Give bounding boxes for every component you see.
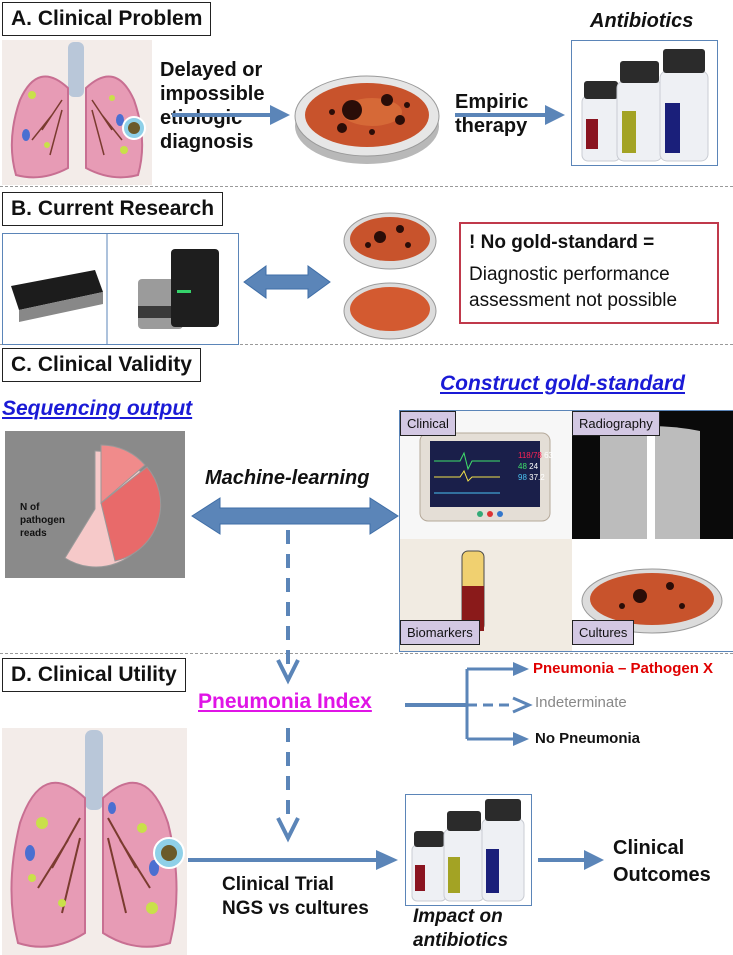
double-arrow-b [243, 265, 331, 299]
warning-title: ! No gold-standard = [469, 232, 655, 253]
lungs-illustration-d [2, 728, 187, 955]
outcome-pathogen-x: Pneumonia – Pathogen X [533, 660, 714, 677]
arrow-d-trial [188, 850, 398, 870]
empiric-therapy-text: Empiric therapy [455, 91, 529, 137]
sequencing-pie-panel: N of pathogen reads [5, 431, 185, 578]
arrow-a-2 [455, 105, 565, 125]
arrow-a-1 [172, 105, 290, 125]
warning-box: ! No gold-standard = Diagnostic performa… [459, 222, 719, 324]
tag-biomarkers: Biomarkers [400, 620, 480, 645]
index-branch-arrows [405, 662, 533, 746]
outcome-no-pneumonia: No Pneumonia [535, 730, 641, 747]
double-arrow-c [191, 497, 399, 535]
petri-dishes-b [340, 203, 440, 343]
pneumonia-index: Pneumonia Index [198, 690, 372, 713]
petri-dish-a [292, 60, 442, 172]
section-d-label: D. Clinical Utility [2, 658, 186, 692]
impact-on-antibiotics: Impact on antibiotics [413, 906, 509, 951]
clinical-trial-text: Clinical Trial NGS vs cultures [222, 874, 369, 919]
section-b-label: B. Current Research [2, 192, 224, 226]
dashed-arrow-index-trial [276, 728, 300, 843]
construct-gold-standard: Construct gold-standard [440, 372, 685, 395]
dashed-arrow-c-d [276, 530, 300, 685]
section-a-label: A. Clinical Problem [2, 2, 212, 36]
monitor-readout: 118/78 63 48 24 98 37.2 [518, 451, 554, 482]
tag-clinical: Clinical [400, 411, 456, 436]
vials-panel-d [405, 794, 532, 906]
lungs-illustration-a [2, 40, 152, 185]
machine-learning-label: Machine-learning [205, 467, 370, 489]
arrow-d-outcomes [538, 850, 604, 870]
section-c-label: C. Clinical Validity [2, 348, 201, 382]
divider-bc [0, 344, 733, 345]
sequencers-panel [2, 233, 239, 345]
divider-ab [0, 186, 733, 187]
antibiotics-title: Antibiotics [590, 10, 694, 32]
tag-cultures: Cultures [572, 620, 635, 645]
pie-label: N of pathogen reads [20, 502, 65, 539]
clinical-outcomes-text: Clinical Outcomes [613, 837, 711, 886]
divider-cd [0, 653, 733, 654]
warning-body: Diagnostic performance assessment not po… [469, 264, 678, 311]
vials-panel-a [571, 40, 718, 166]
outcome-indeterminate: Indeterminate [535, 694, 627, 711]
delayed-diagnosis-text: Delayed or impossible etiologic diagnosi… [160, 59, 265, 153]
gold-standard-grid: 118/78 63 48 24 98 37.2 [399, 410, 733, 652]
tag-radiography: Radiography [572, 411, 660, 436]
sequencing-output: Sequencing output [2, 397, 193, 420]
